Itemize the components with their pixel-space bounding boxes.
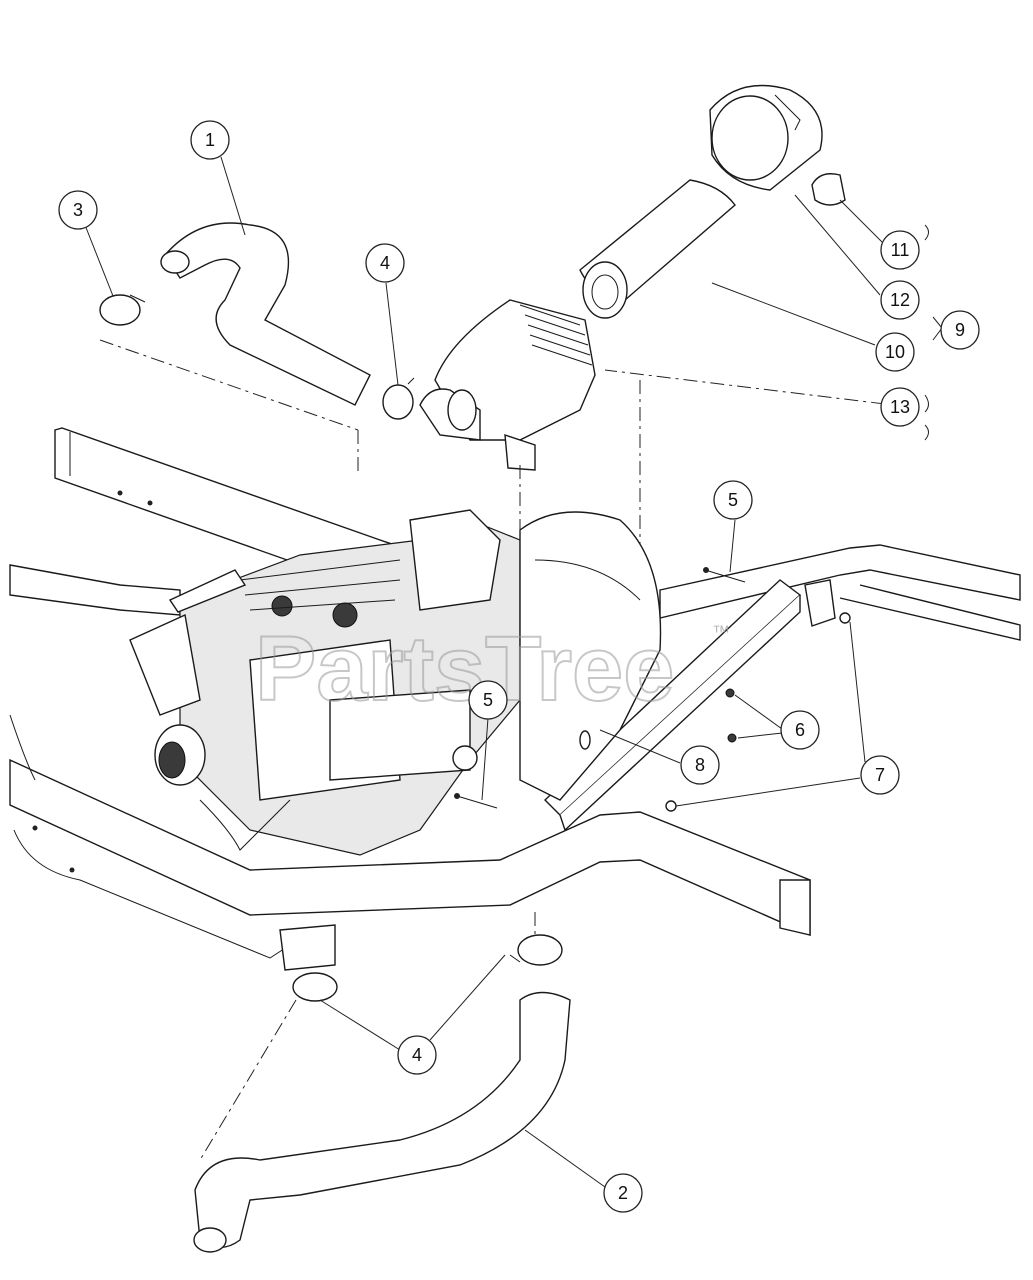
hose-clamp-3 [99, 294, 146, 326]
callout-1: 1 [190, 120, 230, 160]
callout-11-label: 11 [891, 240, 910, 260]
callout-5-upper-label: 5 [728, 490, 738, 510]
air-filter-element [579, 179, 736, 319]
callout-6: 6 [780, 710, 820, 750]
callout-3: 3 [58, 190, 98, 230]
callout-8-label: 8 [695, 755, 705, 775]
callout-5-lower-label: 5 [483, 690, 493, 710]
bolt-5-lower [454, 793, 498, 809]
watermark-text: PartsTree [255, 618, 674, 720]
leader-lines [84, 156, 943, 1188]
callout-7: 7 [860, 755, 900, 795]
callout-7-label: 7 [875, 765, 885, 785]
callout-5-upper: 5 [713, 480, 753, 520]
frame-crossmember [543, 579, 836, 832]
callout-2-label: 2 [618, 1183, 628, 1203]
frame-rail-right [659, 544, 1021, 641]
callout-13: 13 [880, 387, 920, 427]
callout-8: 8 [680, 745, 720, 785]
frame-rail-front [9, 758, 811, 959]
callout-4-lower-label: 4 [412, 1045, 422, 1065]
vacuator-valve [811, 173, 846, 206]
callout-4-upper: 4 [365, 243, 405, 283]
callout-4-upper-label: 4 [380, 253, 390, 273]
callout-12: 12 [880, 280, 920, 320]
watermark: PartsTree ™ [254, 617, 730, 721]
callout-9: 9 [940, 310, 980, 350]
callout-11: 11 [880, 230, 920, 270]
nut-7 [665, 612, 851, 812]
callout-1-label: 1 [205, 130, 215, 150]
callout-5-lower: 5 [468, 680, 508, 720]
callout-10-label: 10 [885, 342, 905, 362]
bolt-5-upper [703, 567, 746, 583]
air-cleaner-cover [709, 84, 823, 191]
callout-3-label: 3 [73, 200, 83, 220]
air-cleaner-body [419, 299, 596, 471]
callout-4-lower: 4 [397, 1035, 437, 1075]
watermark-trademark: ™ [712, 622, 730, 642]
hose-clamp-4-lower-left [279, 924, 338, 1002]
callout-13-label: 13 [890, 397, 910, 417]
callout-9-label: 9 [955, 320, 965, 340]
muffler-housing [519, 511, 662, 801]
hose-clamp-4-upper [382, 377, 415, 420]
intake-hose-lower [193, 991, 571, 1253]
oil-filter [154, 724, 206, 786]
engine-assembly [129, 509, 521, 856]
callout-12-label: 12 [890, 290, 910, 310]
hose-clamp-4-lower-right [509, 934, 563, 966]
callout-10: 10 [875, 332, 915, 372]
intake-hose-upper [160, 222, 371, 406]
callout-6-label: 6 [795, 720, 805, 740]
callout-2: 2 [603, 1173, 643, 1213]
screw-6 [725, 688, 737, 743]
